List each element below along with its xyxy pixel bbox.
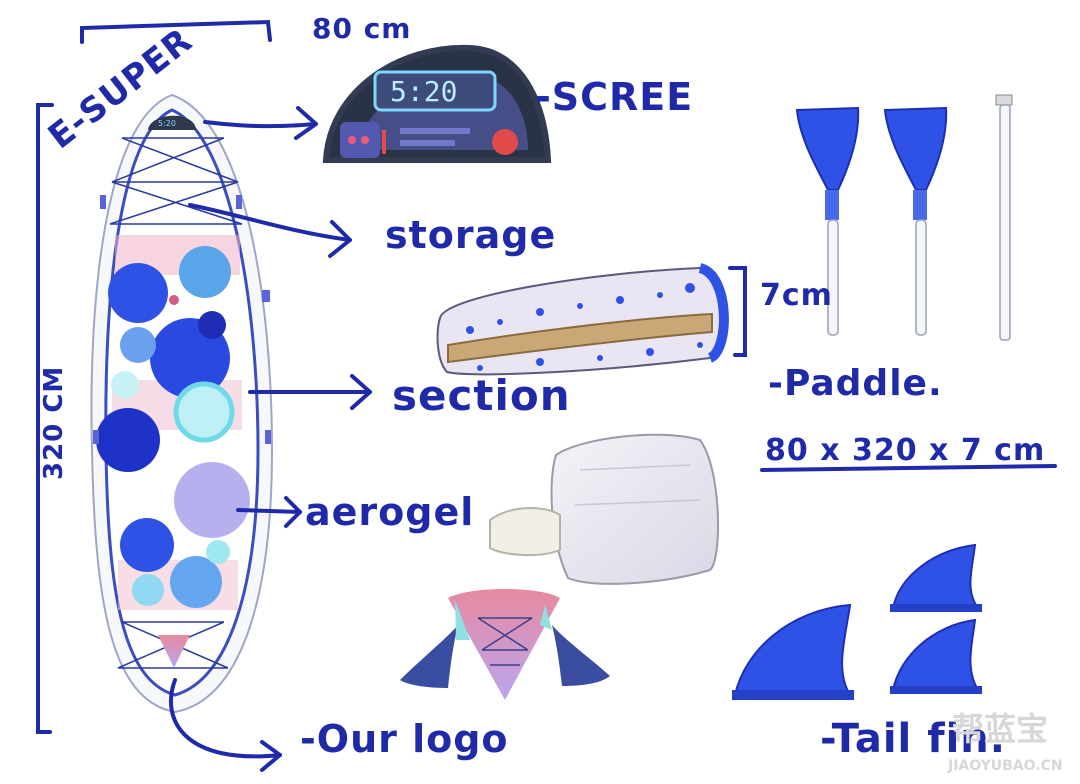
paddle-label: -Paddle. [768, 363, 943, 404]
length-bracket [36, 103, 54, 734]
screen-label: -SCREE [535, 75, 693, 119]
tail-fin-small-bottom [890, 618, 982, 694]
side-clips [93, 195, 271, 444]
height-bracket [728, 266, 747, 357]
board-logo [158, 635, 190, 668]
paddle-shaft [995, 94, 1013, 341]
aerogel-block [489, 433, 720, 585]
paddle-2 [883, 106, 948, 336]
width-label: 80 cm [312, 12, 412, 45]
storage-label: storage [385, 213, 556, 257]
arrow-logo [169, 678, 282, 759]
watermark-en: JIAOYUBAO.CN [947, 758, 1063, 774]
watermark-cn: 帮蓝宝 [952, 710, 1048, 748]
tail-fin-large [732, 603, 854, 700]
width-bracket [80, 19, 272, 44]
screen-time: 5:20 [390, 75, 457, 108]
paddle-1 [795, 106, 860, 336]
svg-text:5:20: 5:20 [158, 119, 176, 128]
tail-fin-small-top [890, 543, 982, 612]
aerogel-bubbles [96, 246, 250, 608]
arrows [169, 106, 372, 772]
board-screen: 5:20 [148, 115, 196, 130]
section-cutaway [436, 263, 729, 376]
arrow-screen [203, 120, 317, 129]
storage-bungee [109, 137, 243, 669]
dimensions-underline [760, 464, 1057, 472]
logo-label: -Our logo [300, 717, 509, 761]
aerogel-label: aerogel [305, 490, 474, 534]
paddle-board: 5:20 [90, 93, 274, 714]
section-height-label: 7cm [760, 278, 833, 313]
dimensions-label: 80 x 320 x 7 cm [765, 433, 1045, 468]
arrow-storage [188, 203, 352, 242]
brand-logo [400, 589, 610, 700]
section-label: section [392, 371, 571, 420]
length-label: 320 CM [39, 366, 69, 480]
screen-device: 5:20 [322, 44, 552, 163]
tail-fin-label: -Tail fin. [820, 716, 1006, 762]
arrow-aerogel [236, 508, 302, 514]
